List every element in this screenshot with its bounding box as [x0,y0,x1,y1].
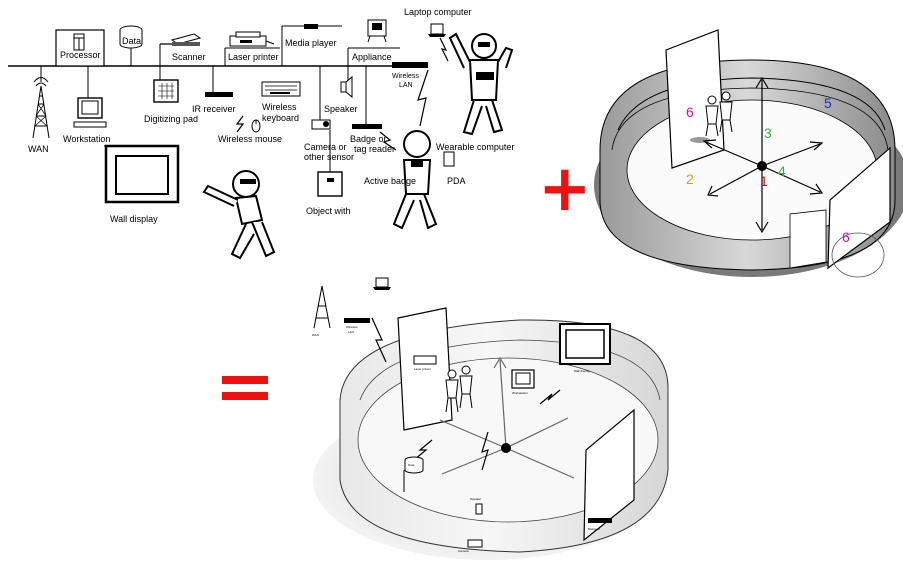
workstation-node [73,66,107,128]
person-wearable-computer [448,32,514,136]
wireless-lan-bar [392,62,428,68]
label-ir-receiver: IR receiver [192,104,236,114]
label-appliance: Appliance [352,52,392,62]
wall-display-node [104,144,180,204]
appliance-node [347,19,400,66]
label-camera-1: Camera or [304,142,347,152]
label-object-with: Object with [306,206,351,216]
ir-receiver-node [205,66,233,97]
combined-label-wireless-lan-1: Wireless [346,325,358,329]
combined-label-camera: Camera [458,549,469,553]
label-wireless-lan-1: Wireless [392,73,419,80]
combined-scene: WAN Wireless LAN Laser printer Workstati… [312,277,669,560]
room-model: 1 2 3 4 5 6 6 [594,29,903,278]
label-scanner: Scanner [172,52,206,62]
badge-reader-node [352,66,382,129]
speaker-node [340,66,353,99]
label-speaker: Speaker [324,104,358,114]
label-digitizing-pad: Digitizing pad [144,114,198,124]
pda-device [443,151,455,167]
plus-operator: + [538,152,592,226]
label-wan: WAN [28,144,49,154]
label-data: Data [122,36,141,46]
laptop-node [428,23,446,37]
room-number-5: 5 [824,95,832,111]
room-number-4: 4 [778,163,786,179]
label-wireless-keyboard-2: keyboard [262,113,299,123]
label-media-player: Media player [285,38,337,48]
data-cylinder [119,25,143,66]
wireless-mouse-node [251,119,261,133]
room-number-2: 2 [686,171,694,187]
label-wireless-lan-2: LAN [399,82,413,89]
label-wireless-mouse: Wireless mouse [218,134,282,144]
combined-label-wan: WAN [312,333,319,337]
wan-tower [32,66,50,139]
label-camera-2: other sensor [304,152,354,162]
combined-label-workstation: Workstation [512,391,528,395]
object-with-tag [317,130,343,197]
room-number-6b: 6 [842,229,850,245]
camera-node [311,66,331,130]
digitizing-pad-node [153,66,179,103]
label-workstation: Workstation [63,134,110,144]
label-badge-1: Badge or [350,134,387,144]
signal-bolt [379,131,397,151]
signal-bolt [235,115,245,133]
room-number-3: 3 [764,125,772,141]
label-wearable: Wearable computer [436,142,514,152]
label-wall-display: Wall display [110,214,158,224]
network-diagram: Processor Data Scanner Laser printer Med… [8,7,514,260]
equals-operator [222,376,268,400]
processor-node [55,29,105,67]
label-laser-printer: Laser printer [228,52,279,62]
combined-label-wall-display: Wall display [574,369,590,373]
label-badge-2: tag reader [354,144,395,154]
label-wireless-keyboard-1: Wireless [262,102,297,112]
label-laptop: Laptop computer [404,7,472,17]
wireless-keyboard-node [261,81,301,97]
room-number-1: 1 [760,173,768,189]
signal-bolt [439,37,449,62]
media-player-node [281,24,342,66]
label-processor: Processor [60,50,101,60]
combined-label-badge: Badge or [588,527,600,531]
signal-bolt [417,69,429,127]
person-active-badge [392,130,438,230]
combined-label-wireless-lan-2: LAN [348,330,354,334]
combined-label-data: Data [408,463,415,467]
scanner-node [159,33,202,66]
label-pda: PDA [447,176,466,186]
room-number-6a: 6 [686,104,694,120]
combined-label-laser-printer: Laser printer [414,367,431,371]
combined-label-speaker: Speaker [470,497,481,501]
laser-printer-node [224,31,280,66]
person-pointing [202,170,276,260]
label-active-badge: Active badge [364,176,416,186]
